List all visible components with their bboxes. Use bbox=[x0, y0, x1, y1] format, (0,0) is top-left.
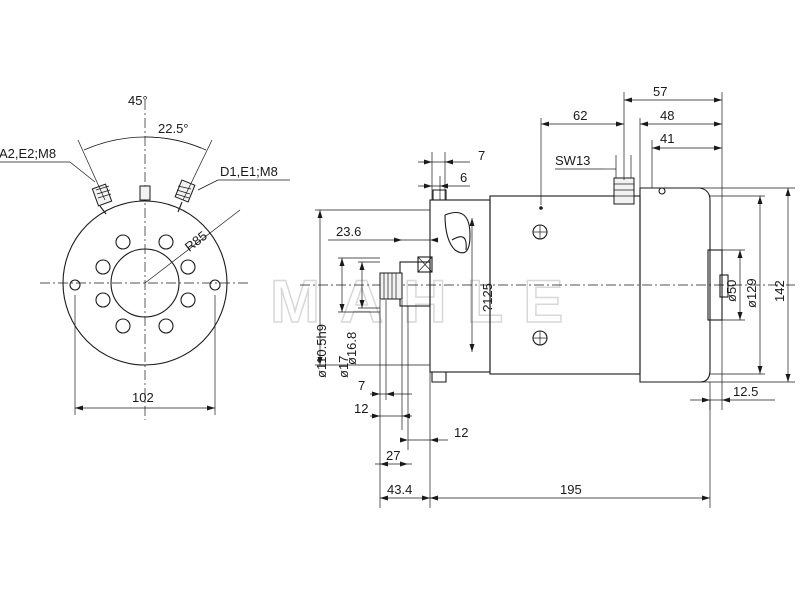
front-view: 45° 22.5° A2,E2;M8 D1,E1;M8 R85 102 bbox=[0, 93, 290, 420]
angle-22-5-label: 22.5° bbox=[158, 121, 189, 136]
terminal-right-leader bbox=[197, 179, 219, 191]
dim-48-label: 48 bbox=[660, 108, 674, 123]
bolt-hole bbox=[115, 318, 131, 334]
cap-hole bbox=[658, 187, 666, 195]
bolt-hole bbox=[158, 234, 174, 250]
bolt-hole bbox=[95, 259, 111, 275]
flange-lip bbox=[431, 372, 447, 383]
dim-12-a-label: 12 bbox=[354, 401, 368, 416]
terminal-left-label: A2,E2;M8 bbox=[0, 146, 56, 161]
terminal-left-axis bbox=[77, 139, 106, 201]
body-screw-icon bbox=[532, 330, 548, 346]
watermark-logo: MAHLE bbox=[270, 268, 583, 335]
angle-22-5-arc bbox=[144, 136, 202, 149]
width-102-label: 102 bbox=[132, 390, 154, 405]
bolt-hole bbox=[115, 234, 131, 250]
body-screw-icon bbox=[532, 224, 548, 240]
mounting-hole bbox=[209, 279, 221, 291]
pinion-icon bbox=[379, 272, 403, 300]
radius-label: R85 bbox=[182, 228, 210, 255]
ground-stud-icon bbox=[139, 185, 151, 201]
dim-41-label: 41 bbox=[660, 131, 674, 146]
dia-17-label: ø17 bbox=[336, 356, 351, 378]
bolt-hole bbox=[180, 259, 196, 275]
terminal-right-label: D1,E1;M8 bbox=[220, 164, 278, 179]
dim-27-label: 27 bbox=[386, 448, 400, 463]
dim-62-label: 62 bbox=[573, 108, 587, 123]
angle-45-label: 45° bbox=[128, 93, 148, 108]
top-terminal-icon bbox=[613, 177, 635, 205]
rear-nipple bbox=[719, 274, 729, 298]
radius-leader bbox=[144, 209, 241, 284]
dim-6-label: 6 bbox=[460, 170, 467, 185]
bolt-hole bbox=[95, 292, 111, 308]
dim-12-5-label: 12.5 bbox=[733, 384, 758, 399]
dim-23-6-label: 23.6 bbox=[336, 224, 361, 239]
front-central-bore bbox=[110, 248, 180, 318]
dim-7-top-label: 7 bbox=[478, 148, 485, 163]
dia-129-label: ø129 bbox=[744, 278, 759, 308]
dia-16-8-label: ø16.8 bbox=[344, 332, 359, 365]
body-mark bbox=[539, 206, 543, 210]
mounting-hole bbox=[69, 279, 81, 291]
rear-boss bbox=[707, 249, 723, 321]
flange-lip bbox=[432, 189, 447, 200]
side-view: 57 62 48 41 SW13 7 6 bbox=[300, 84, 795, 508]
wrench-size-label: SW13 bbox=[555, 153, 590, 168]
brush-spring bbox=[451, 236, 467, 251]
terminal-left-leader bbox=[69, 161, 96, 183]
dim-7-bottom-label: 7 bbox=[358, 378, 365, 393]
front-housing-outline bbox=[62, 200, 228, 366]
dim-57-label: 57 bbox=[653, 84, 667, 99]
dia-110-label: ø110.5h9 bbox=[314, 324, 329, 378]
bolt-hole bbox=[158, 318, 174, 334]
brush-holder bbox=[444, 211, 471, 254]
terminal-left-icon bbox=[91, 183, 113, 215]
bearing-cross bbox=[417, 256, 433, 273]
dim-142-label: 142 bbox=[772, 280, 787, 302]
dim-195-label: 195 bbox=[560, 482, 582, 497]
dia-125-label: ?125 bbox=[480, 283, 495, 312]
dia-50-label: ø50 bbox=[724, 280, 739, 302]
bolt-hole bbox=[180, 292, 196, 308]
terminal-right-axis bbox=[182, 139, 213, 201]
dim-12-b-label: 12 bbox=[454, 425, 468, 440]
dim-43-4-label: 43.4 bbox=[387, 482, 412, 497]
